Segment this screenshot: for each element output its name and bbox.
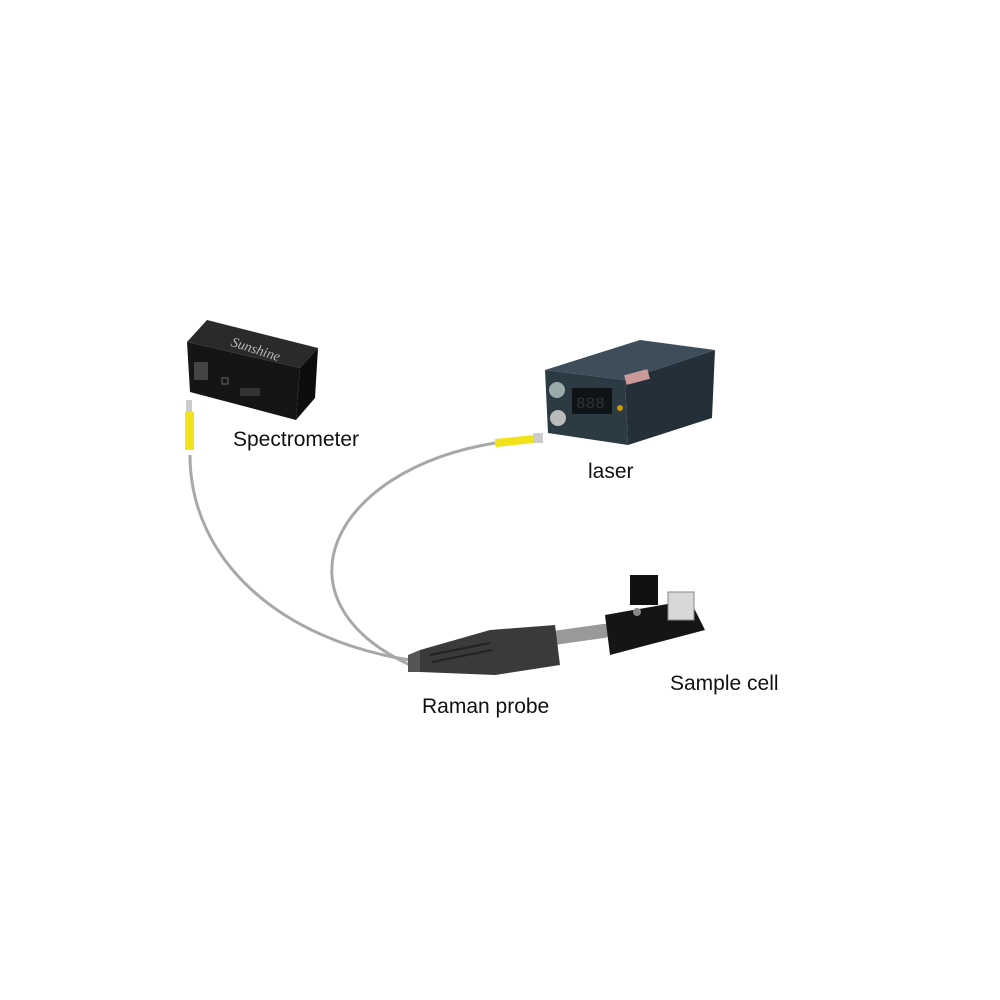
laser-display: 888 bbox=[576, 395, 605, 413]
spectrometer-label: Spectrometer bbox=[233, 428, 360, 451]
laser-device: 888 bbox=[494, 340, 715, 448]
laser-fiber bbox=[330, 441, 496, 667]
raman-probe-label: Raman probe bbox=[422, 695, 550, 718]
spectrometer-fiber bbox=[188, 454, 411, 662]
spectrometer-device: Sunshine bbox=[185, 320, 318, 450]
sample-cell-device bbox=[605, 575, 705, 655]
laser-label: laser bbox=[588, 460, 634, 483]
sample-cell-label: Sample cell bbox=[670, 672, 779, 695]
raman-probe-device bbox=[408, 623, 610, 675]
